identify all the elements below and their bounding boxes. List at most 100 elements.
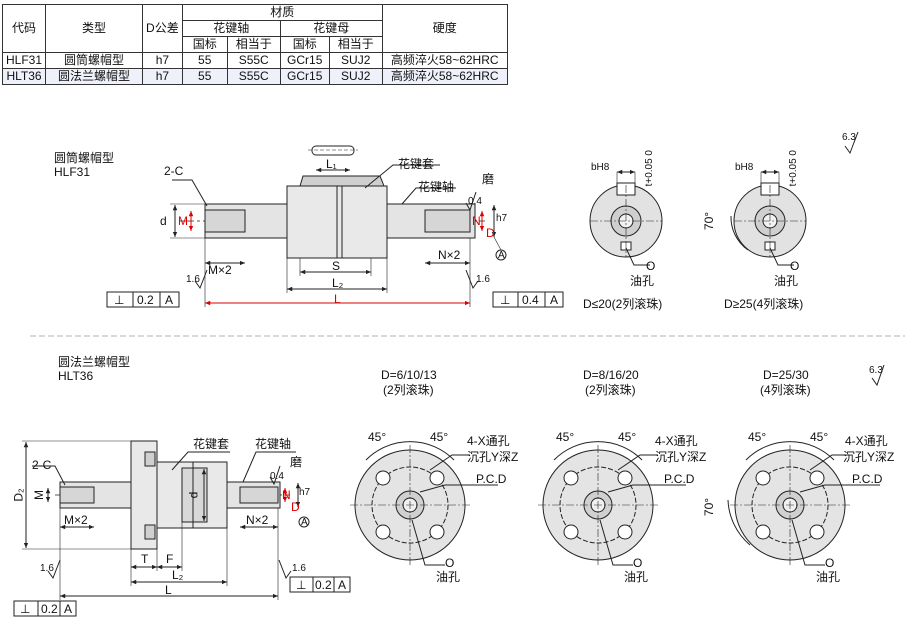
hlf31-tol-right-sym: ⊥ [500,293,511,307]
hlt36-tol-right-val: 0.2 [315,578,332,592]
hlt36-n2: N×2 [246,513,269,527]
hlf31-grind: 磨 [482,172,495,186]
hlt36-sleeve: 花键套 [193,437,230,451]
sec-right-t: t+0.05 0 [788,150,799,187]
hlf31-code: HLF31 [54,165,91,179]
hlf31-datum-a: A [498,250,505,261]
flange-c-title2: (4列滚珠) [760,383,811,397]
flange-c-counter: 沉孔Y深Z [843,450,895,464]
cell-type: 圆法兰螺帽型 [45,68,144,85]
flange-view-b [538,441,686,566]
hlt36-code: HLT36 [58,369,94,383]
hlf31-r16-right: 1.6 [476,274,490,285]
hlf31-h7: h7 [496,213,508,224]
hlt36-r16-left: 1.6 [40,563,54,574]
hlt36-d: d [186,491,201,499]
hlf31-D: D [486,226,495,240]
cell-code: HLT36 [1,68,47,85]
sec-right-angle: 70° [702,211,717,231]
cell-nut-eq: SUJ2 [328,52,383,69]
flange-b-45-right: 45° [618,430,637,444]
flange-b-oil: 油孔 [624,570,649,584]
flange-b-pcd: P.C.D [664,472,695,486]
flange-a-45-left: 45° [368,430,387,444]
flange-a-45-right: 45° [430,430,449,444]
hlt36-r16-right: 1.6 [292,563,306,574]
hlf31-m: M [178,214,188,228]
hlt36-f: F [166,552,174,566]
th-type: 类型 [45,4,144,53]
hlt36-r04: 0.4 [270,471,284,482]
cell-type: 圆筒螺帽型 [45,52,144,69]
flange-c-pcd: P.C.D [852,472,883,486]
flange-c-angle: 70° [702,497,717,517]
flange-c-45-right: 45° [810,430,829,444]
hlf31-sleeve: 花键套 [398,157,435,171]
hlf31-section-left [589,169,663,266]
hlt36-tol-bottom-ref: A [64,602,73,616]
hlf31-L: L [334,292,341,306]
hlt36-c-label: 2-C [32,458,52,472]
hlt36-t: T [141,552,149,566]
hlt36-m: M [32,490,46,500]
cell-tol: h7 [142,68,183,85]
hlf31-tol-right-val: 0.4 [522,293,539,307]
cell-nut-gb: GCr15 [279,68,330,85]
sec-left-o: O [646,259,656,273]
flange-a-o: O [445,556,455,570]
spec-table: 代码 类型 D公差 材质 硬度 花键轴 花键母 国标 相当于 国标 相当于 HL… [1,4,508,85]
flange-c-45-left: 45° [748,430,767,444]
hlf31-l2: L₂ [332,276,344,290]
hlt36-h7: h7 [299,487,311,498]
th-code: 代码 [1,4,47,53]
table-row: HLF31 圆筒螺帽型 h7 55 S55C GCr15 SUJ2 高频淬火58… [1,52,508,69]
sec-right-caption: D≥25(4列滚珠) [724,297,804,311]
flange-c-oil: 油孔 [816,570,841,584]
sec-rough: 6.3 [842,132,856,143]
hlf31-r16-left: 1.6 [186,274,200,285]
flange-a-counter: 沉孔Y深Z [467,450,519,464]
hlt36-datum-a: A [301,517,308,528]
hlt36-tol-bottom-val: 0.2 [41,602,58,616]
hlt36-l2: L₂ [172,568,184,582]
flange-b-o: O [633,556,643,570]
cell-nut-gb: GCr15 [279,52,330,69]
flange-a-holes: 4-X通孔 [467,434,510,448]
cell-hardness: 高频淬火58~62HRC [381,68,508,85]
sec-right-o: O [790,259,800,273]
sec-left-bh8: bH8 [591,162,610,173]
hlf31-shaft: 花键轴 [418,180,455,194]
cell-nut-eq: SUJ2 [328,68,383,85]
hlf31-d: d [160,214,167,228]
sec-left-caption: D≤20(2列滚珠) [583,297,663,311]
hlt36-title: 圆法兰螺帽型 [58,355,131,369]
hlf31-s: S [332,259,341,273]
hlt36-D: D [291,500,300,514]
hlf31-r04: 0.4 [468,196,482,207]
sec-left-oil: 油孔 [630,274,655,288]
hlt36-m2: M×2 [64,513,88,527]
flange-a-oil: 油孔 [436,570,461,584]
hlf31-l1: L₁ [326,157,337,171]
flange-c-holes: 4-X通孔 [845,434,888,448]
flange-c-o: O [825,556,835,570]
hlf31-side-view [106,145,564,308]
th-nut-eq: 相当于 [328,36,383,53]
hlt36-tol-right-sym: ⊥ [296,578,307,592]
hlt36-grind: 磨 [290,455,303,469]
flange-b-counter: 沉孔Y深Z [655,450,707,464]
hlf31-m2: M×2 [208,263,232,277]
hlt36-n: N [282,488,291,502]
flange-rough: 6.3 [869,365,883,376]
flange-a-title2: (2列滚珠) [383,383,434,397]
cell-shaft-gb: 55 [181,68,228,85]
hlf31-n: N [472,214,481,228]
hlf31-tol-left-val: 0.2 [137,293,154,307]
hlf31-c-label: 2-C [164,164,184,178]
th-shaft-gb: 国标 [181,36,228,53]
hlf31-n2: N×2 [438,248,461,262]
flange-view-a [350,441,498,566]
hlt36-L: L [165,583,172,597]
sec-right-oil: 油孔 [774,274,799,288]
